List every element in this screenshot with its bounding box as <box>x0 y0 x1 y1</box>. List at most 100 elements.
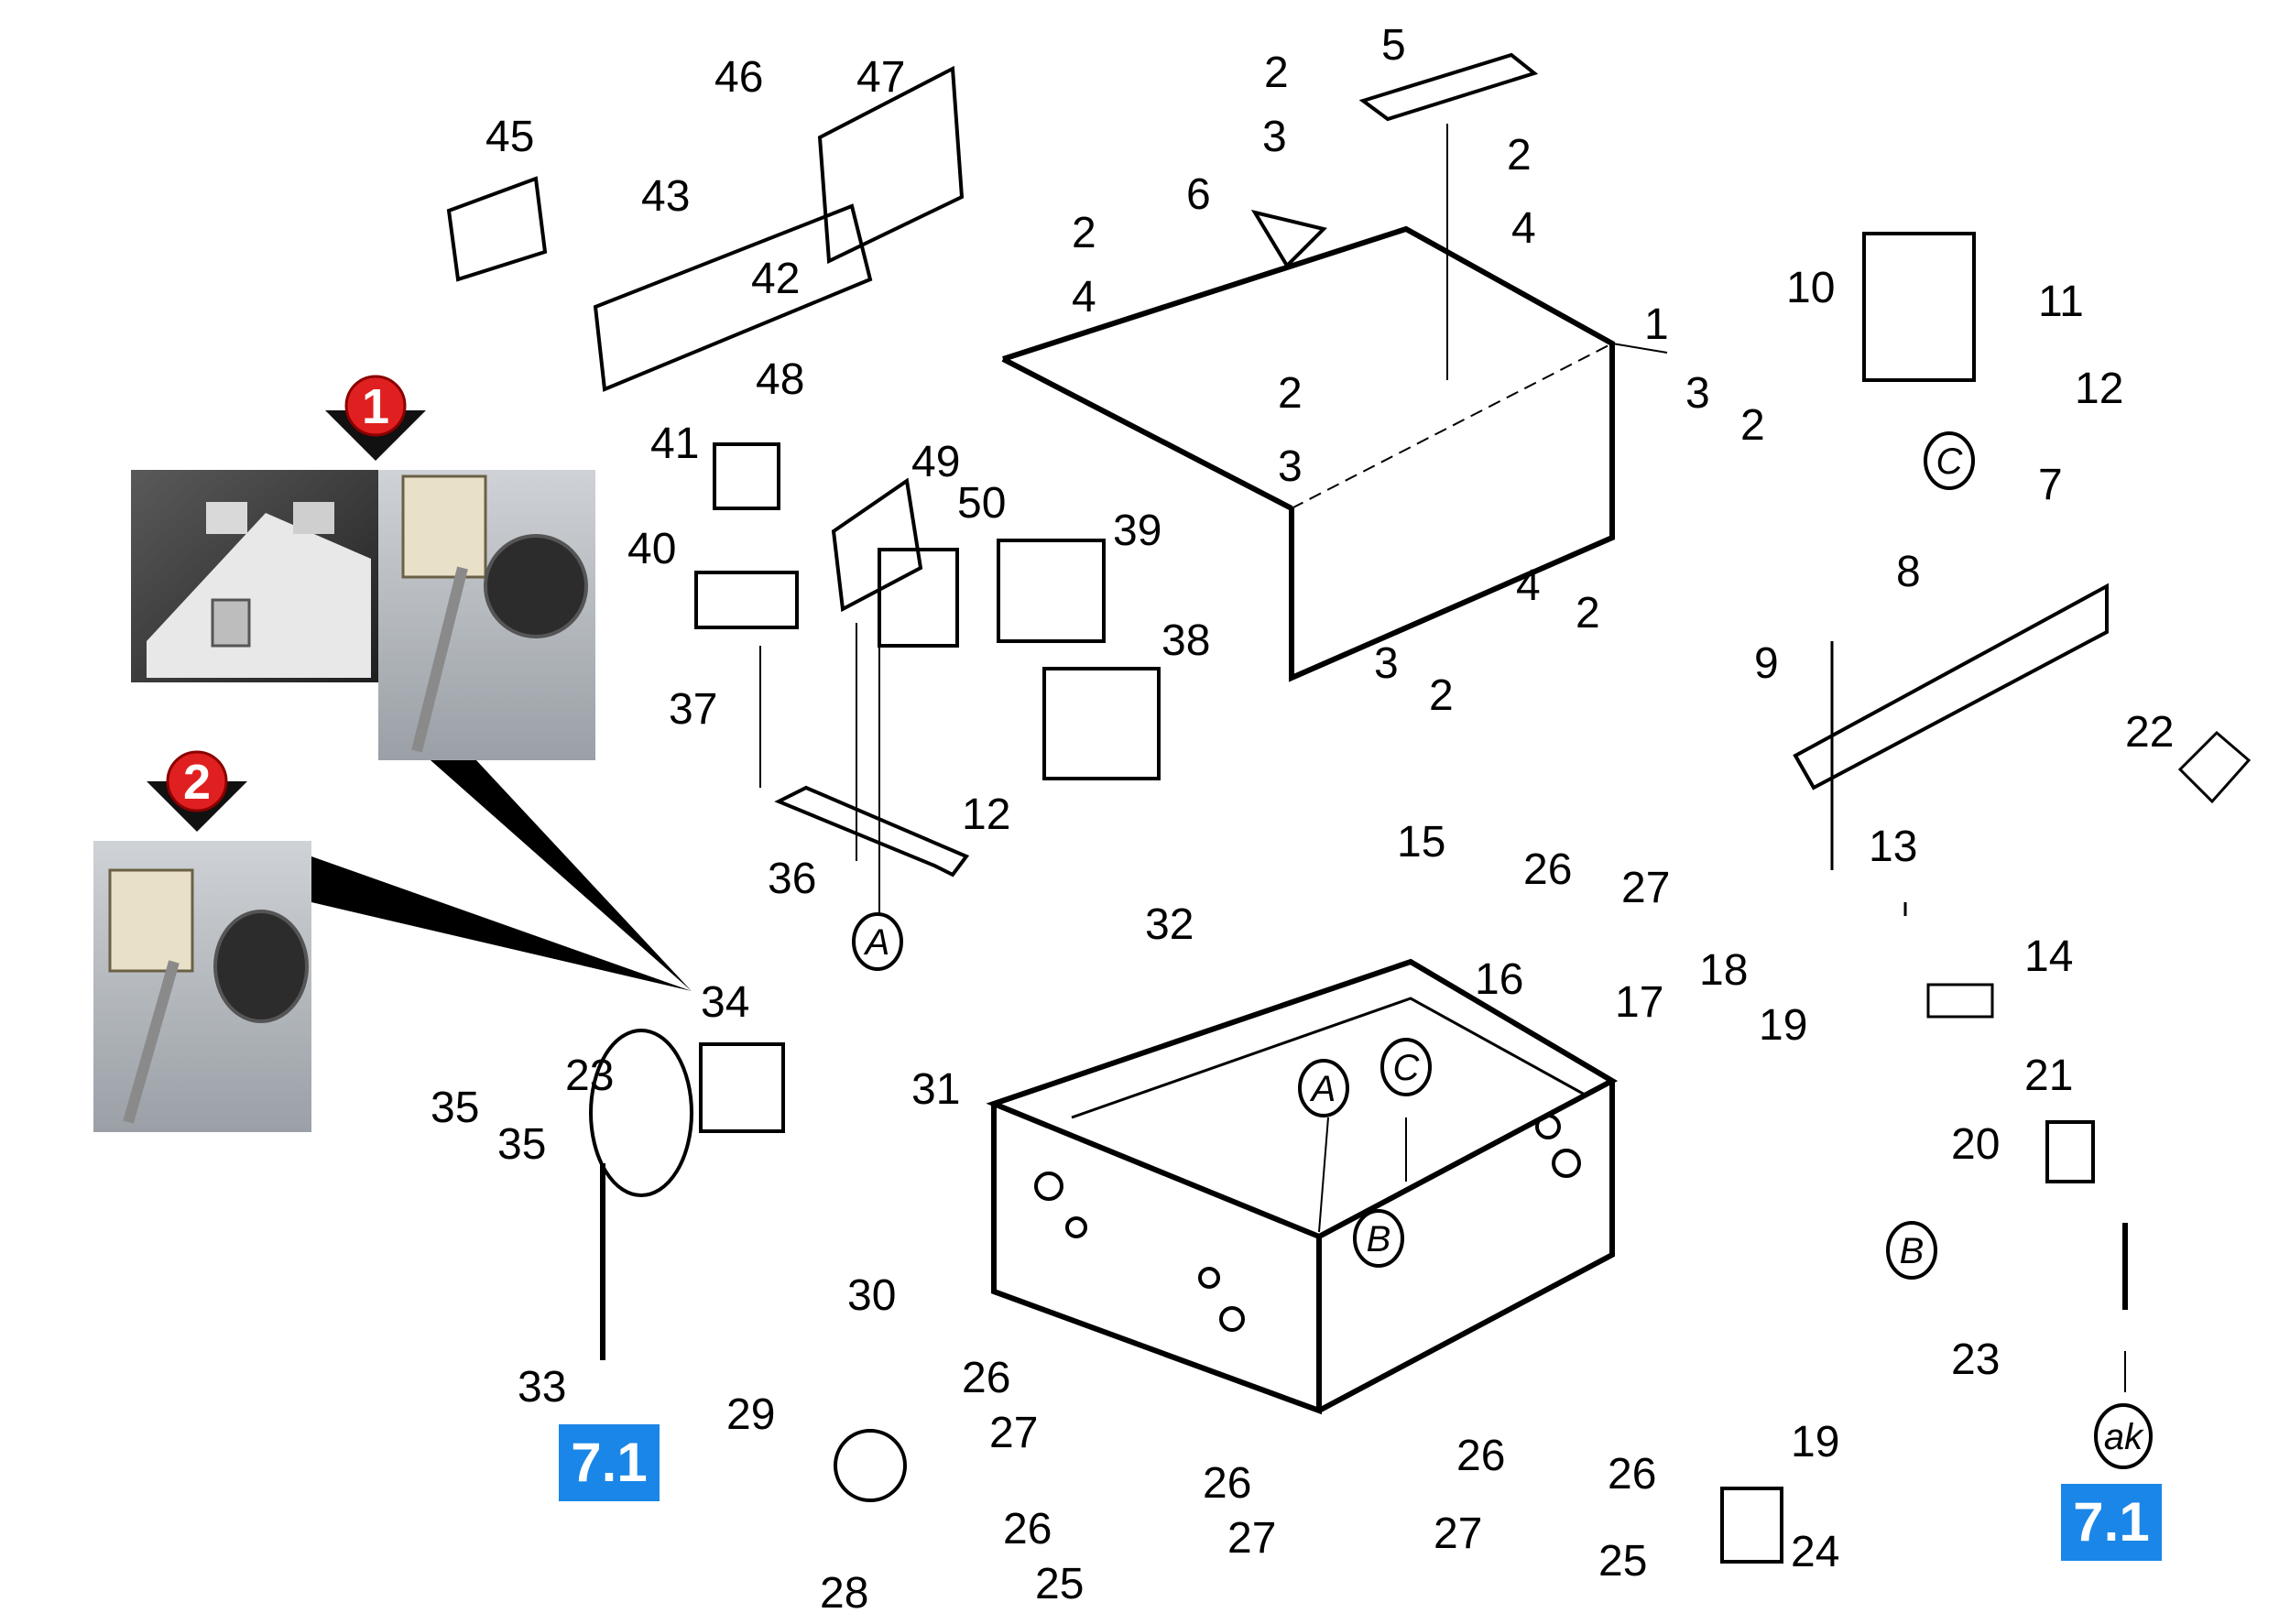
callout-47: 47 <box>856 53 905 102</box>
callout-2: 2 <box>1507 131 1532 180</box>
line-art <box>446 52 2252 1564</box>
cover-part <box>1001 52 1615 682</box>
connector-c-box: C <box>1380 1038 1432 1096</box>
callout-3: 3 <box>1278 442 1303 491</box>
callout-27: 27 <box>1434 1510 1482 1558</box>
callout-26: 26 <box>1003 1505 1052 1553</box>
callout-4: 4 <box>1072 273 1096 322</box>
connector-c-top: C <box>1924 431 1975 490</box>
callout-labels: 1 2 2 2 2 2 2 2 3 3 3 3 4 4 4 5 6 7 8 9 … <box>431 21 2174 1618</box>
svg-text:A: A <box>1310 1069 1336 1109</box>
connector-b-right: B <box>1886 1221 1937 1280</box>
callout-34: 34 <box>701 978 749 1027</box>
callout-2: 2 <box>1264 49 1289 97</box>
callout-17: 17 <box>1615 978 1663 1027</box>
callout-3: 3 <box>1262 113 1287 161</box>
callout-2: 2 <box>1278 369 1303 418</box>
callout-14: 14 <box>2024 932 2073 981</box>
callout-28: 28 <box>820 1569 868 1618</box>
callout-5: 5 <box>1381 21 1406 70</box>
callout-2: 2 <box>1072 209 1096 257</box>
svg-text:C: C <box>1393 1048 1421 1088</box>
svg-text:ak: ak <box>2104 1417 2144 1457</box>
callout-13: 13 <box>1869 823 1917 871</box>
callout-26: 26 <box>1203 1459 1251 1508</box>
callout-26: 26 <box>1608 1450 1656 1499</box>
connector-b-box: B <box>1353 1209 1404 1268</box>
photo-pointers <box>311 760 692 991</box>
callout-35: 35 <box>497 1120 546 1169</box>
callout-19: 19 <box>1759 1001 1807 1050</box>
svg-text:B: B <box>1367 1219 1391 1259</box>
din-rail-36 <box>774 785 970 877</box>
callout-37: 37 <box>669 685 717 734</box>
variant-marker-2-label: 2 <box>183 755 211 810</box>
callout-25: 25 <box>1035 1560 1084 1608</box>
reference-badge-right[interactable]: 7.1 <box>2061 1484 2162 1561</box>
callout-2: 2 <box>1429 671 1454 720</box>
callout-11: 11 <box>2038 278 2084 326</box>
callout-23: 23 <box>565 1052 614 1100</box>
callout-4: 4 <box>1516 561 1541 610</box>
callout-27: 27 <box>1227 1514 1276 1563</box>
callout-27: 27 <box>989 1409 1038 1457</box>
callout-26: 26 <box>962 1354 1010 1402</box>
callout-3: 3 <box>1685 369 1710 418</box>
callout-4: 4 <box>1511 204 1536 253</box>
callout-41: 41 <box>650 420 699 468</box>
thermostat-photo-variant-2 <box>93 841 311 1132</box>
connector-a-top: A <box>852 912 903 971</box>
callout-20: 20 <box>1951 1120 2000 1169</box>
callout-32: 32 <box>1145 900 1194 949</box>
callout-42: 42 <box>751 255 800 303</box>
callout-18: 18 <box>1699 946 1748 995</box>
callout-35: 35 <box>431 1084 479 1132</box>
connector-ak: ak <box>2094 1403 2153 1469</box>
callout-1: 1 <box>1644 300 1669 349</box>
callout-3: 3 <box>1374 639 1399 688</box>
base-box-part <box>986 958 1619 1415</box>
callout-46: 46 <box>714 53 763 102</box>
callout-25: 25 <box>1598 1537 1647 1586</box>
callout-49: 49 <box>911 438 960 486</box>
callout-12: 12 <box>2075 365 2123 413</box>
callout-50: 50 <box>957 479 1006 528</box>
callout-45: 45 <box>485 113 534 161</box>
callout-26: 26 <box>1523 845 1572 894</box>
svg-text:C: C <box>1936 441 1964 482</box>
callout-22: 22 <box>2125 708 2174 757</box>
callout-7: 7 <box>2038 461 2063 509</box>
callout-38: 38 <box>1161 616 1210 665</box>
callout-30: 30 <box>847 1271 896 1320</box>
callout-39: 39 <box>1113 507 1161 555</box>
connector-a-box: A <box>1298 1059 1349 1117</box>
callout-43: 43 <box>641 172 690 221</box>
callout-9: 9 <box>1754 639 1779 688</box>
callout-24: 24 <box>1791 1528 1839 1576</box>
callout-21: 21 <box>2024 1052 2073 1100</box>
callout-40: 40 <box>627 525 676 573</box>
callout-2: 2 <box>1740 401 1765 450</box>
variant-marker-1-label: 1 <box>362 379 389 434</box>
callout-36: 36 <box>768 855 816 903</box>
callout-27: 27 <box>1621 864 1670 912</box>
callout-8: 8 <box>1896 548 1921 596</box>
reference-badge-left[interactable]: 7.1 <box>559 1424 660 1501</box>
callout-12: 12 <box>962 790 1010 839</box>
thermostat-photo-variant-1 <box>131 470 595 760</box>
callout-10: 10 <box>1786 264 1835 312</box>
callout-26: 26 <box>1456 1432 1505 1480</box>
callout-6: 6 <box>1186 170 1211 219</box>
variant-marker-2: 2 <box>147 750 247 832</box>
svg-text:B: B <box>1900 1231 1925 1271</box>
variant-marker-1: 1 <box>325 375 426 461</box>
callout-48: 48 <box>756 355 804 404</box>
callout-23: 23 <box>1951 1335 2000 1384</box>
callout-29: 29 <box>726 1390 775 1439</box>
callout-33: 33 <box>518 1363 566 1411</box>
callout-16: 16 <box>1475 955 1523 1004</box>
callout-15: 15 <box>1397 818 1445 866</box>
callout-2: 2 <box>1576 589 1600 638</box>
callout-19: 19 <box>1791 1418 1839 1466</box>
